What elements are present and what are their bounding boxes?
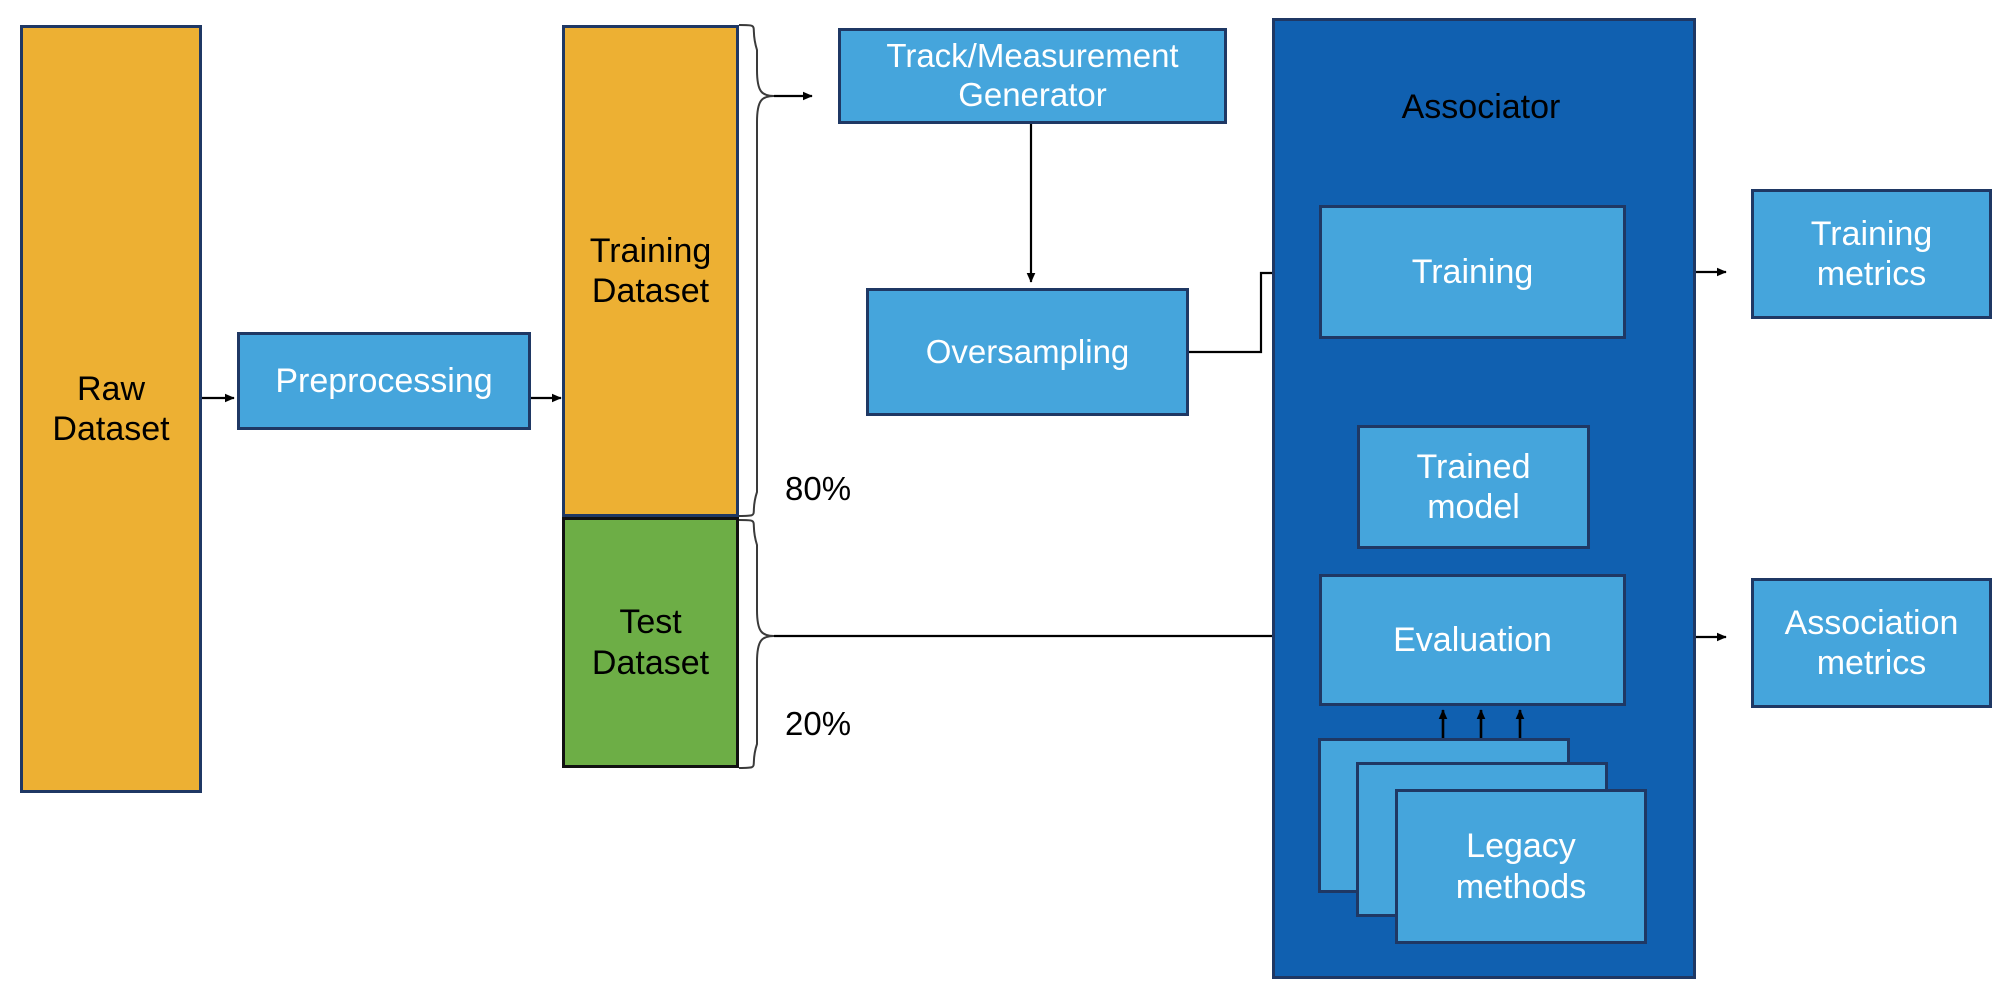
node-training-dataset-label: Training Dataset bbox=[589, 231, 712, 310]
node-trained-model-label: Trained model bbox=[1416, 447, 1531, 526]
node-test-dataset[interactable]: Test Dataset bbox=[562, 517, 739, 768]
node-evaluation[interactable]: Evaluation bbox=[1319, 574, 1626, 706]
node-training-dataset[interactable]: Training Dataset bbox=[562, 25, 739, 517]
node-legacy-methods-label: Legacy methods bbox=[1455, 827, 1587, 906]
label-test-split-percent: 20% bbox=[785, 705, 852, 742]
node-oversampling-label: Oversampling bbox=[925, 332, 1130, 370]
node-raw-dataset-label: Raw Dataset bbox=[52, 369, 170, 448]
node-track-measurement-generator-label: Track/Measurement Generator bbox=[886, 37, 1179, 113]
node-evaluation-label: Evaluation bbox=[1393, 620, 1552, 659]
node-test-dataset-label: Test Dataset bbox=[591, 603, 710, 682]
node-training-metrics-label: Training metrics bbox=[1810, 214, 1933, 293]
node-track-measurement-generator[interactable]: Track/Measurement Generator bbox=[838, 28, 1227, 124]
brace-training-split bbox=[738, 24, 775, 517]
node-training[interactable]: Training bbox=[1319, 205, 1626, 339]
node-training-metrics[interactable]: Training metrics bbox=[1751, 189, 1992, 319]
node-legacy-methods[interactable]: Legacy methods bbox=[1395, 789, 1647, 944]
brace-test-split bbox=[738, 519, 775, 769]
panel-associator-title: Associator bbox=[1401, 88, 1561, 126]
node-preprocessing[interactable]: Preprocessing bbox=[237, 332, 531, 430]
node-association-metrics[interactable]: Association metrics bbox=[1751, 578, 1992, 708]
node-preprocessing-label: Preprocessing bbox=[275, 361, 493, 400]
node-raw-dataset[interactable]: Raw Dataset bbox=[20, 25, 202, 793]
node-trained-model[interactable]: Trained model bbox=[1357, 425, 1590, 549]
node-training-label: Training bbox=[1411, 252, 1534, 291]
node-oversampling[interactable]: Oversampling bbox=[866, 288, 1189, 416]
label-training-split-percent: 80% bbox=[785, 470, 852, 507]
node-association-metrics-label: Association metrics bbox=[1784, 603, 1959, 682]
